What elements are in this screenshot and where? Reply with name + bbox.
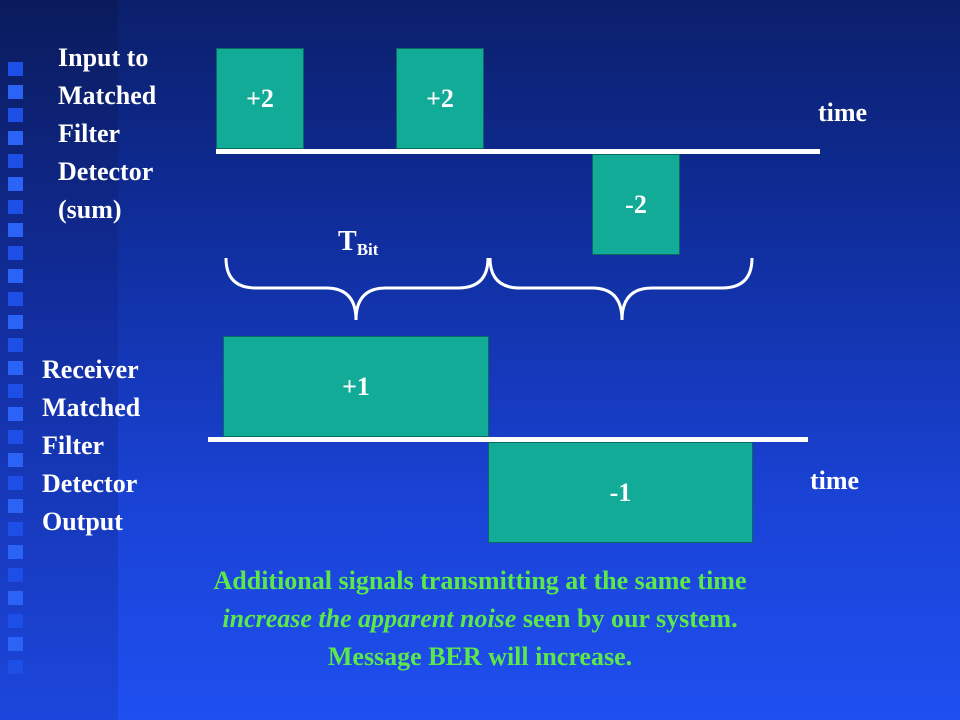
tbit-sub: Bit [356, 240, 379, 259]
brace-left [224, 257, 490, 321]
input-label: Input to Matched Filter Detector (sum) [58, 43, 157, 224]
caption-line-3: Message BER will increase. [327, 642, 633, 671]
caption-line-2: increase the apparent noise seen by our … [0, 600, 960, 638]
input-pulse-1: +2 [216, 48, 304, 149]
time-label-top: time [818, 98, 868, 127]
time-label-bottom: time [810, 466, 860, 495]
output-pulse-2: -1 [488, 442, 753, 543]
output-pulse-1: +1 [223, 336, 489, 437]
caption-line-1: Additional signals transmitting at the s… [213, 566, 747, 595]
brace-right [488, 257, 754, 321]
left-decorative-band [0, 0, 118, 720]
time-axis-bottom [208, 437, 808, 442]
caption: Additional signals transmitting at the s… [0, 562, 960, 676]
tbit-label: TBit [338, 226, 378, 260]
input-pulse-3: -2 [592, 154, 680, 255]
decorative-squares [8, 62, 24, 683]
tbit-main: T [338, 226, 357, 257]
output-label: Receiver Matched Filter Detector Output [42, 355, 141, 536]
time-axis-top [216, 149, 820, 154]
caption-line-2-rest: seen by our system. [516, 604, 738, 633]
caption-line-2-italic: increase the apparent noise [222, 604, 517, 633]
input-pulse-2: +2 [396, 48, 484, 149]
